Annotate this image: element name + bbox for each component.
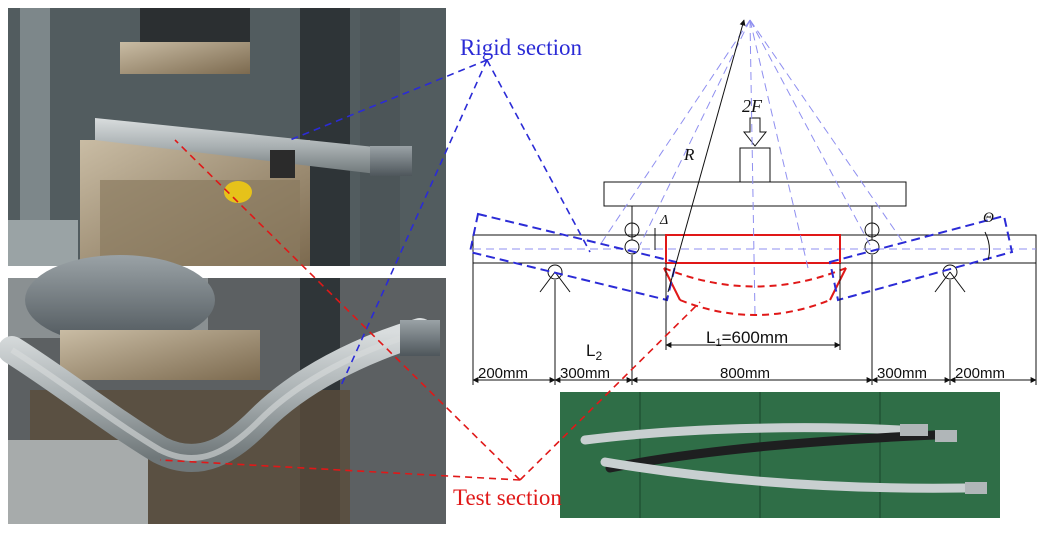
force-label: 2F: [742, 96, 763, 116]
load-actuator: [739, 147, 771, 183]
load-beam: [603, 181, 907, 207]
rigid-section-left: [468, 212, 678, 302]
bending-diagram: [468, 19, 1037, 385]
photo-bottom-left: [0, 255, 446, 524]
dim-label: 200mm: [955, 365, 1005, 382]
delta-label: Δ: [659, 213, 668, 228]
photo-bottom-right: [560, 392, 1000, 518]
force-arrow: [742, 117, 768, 147]
radius-label: R: [683, 145, 695, 164]
leader-lines: [159, 59, 701, 481]
rigid-section-label: Rigid section: [460, 35, 583, 60]
rigid-section-right: [828, 214, 1014, 302]
dim-label: 300mm: [877, 365, 927, 382]
radius-line: [667, 19, 746, 293]
test-section-box: [665, 234, 841, 264]
dim-label: 300mm: [560, 365, 610, 382]
dim-label: 200mm: [478, 365, 528, 382]
theta-label: Θ: [983, 210, 994, 226]
l1-label: L1=600mm: [706, 328, 788, 349]
l2-label: L2: [586, 341, 602, 363]
dim-label: 800mm: [720, 365, 770, 382]
test-section-label: Test section: [453, 485, 562, 510]
photo-top-left: [8, 8, 446, 266]
